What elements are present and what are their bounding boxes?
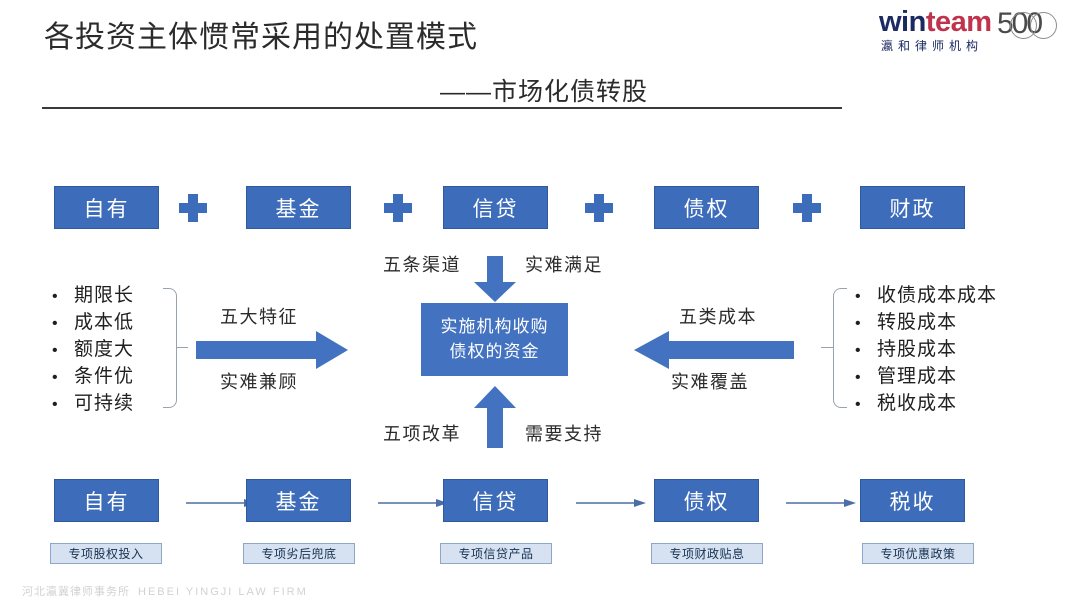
bullet-dot-icon: • [52, 288, 59, 305]
center-box-line2: 债权的资金 [449, 341, 540, 361]
logo-team-text: team [925, 6, 992, 38]
page-title: 各投资主体惯常采用的处置模式 [44, 21, 478, 54]
logo-circle-icon [1030, 12, 1057, 39]
bottom-box-zhaiquan[interactable]: 债权 [654, 479, 759, 522]
page-subtitle: ——市场化债转股 [440, 78, 649, 106]
plus-icon [585, 194, 613, 222]
flow-arrow-icon [378, 499, 448, 507]
bullet-dot-icon: • [855, 342, 862, 359]
flow-arrow-icon [576, 499, 646, 507]
top-box-zhaiquan[interactable]: 债权 [654, 186, 759, 229]
label-hard-to-balance: 实难兼顾 [220, 372, 298, 392]
bottom-box-xindai[interactable]: 信贷 [443, 479, 548, 522]
center-box[interactable]: 实施机构收购 债权的资金 [421, 303, 568, 376]
right-cost-list: • 收债成本成本 • 转股成本 • 持股成本 • 管理成本 • 税收成本 [855, 283, 997, 418]
bottom-box-shuishou[interactable]: 税收 [860, 479, 965, 522]
list-item-label: 期限长 [74, 285, 135, 306]
logo-win-text: win [879, 6, 926, 38]
top-box-ziyou[interactable]: 自有 [54, 186, 159, 229]
left-arrow-icon [634, 331, 794, 369]
bullet-dot-icon: • [52, 342, 59, 359]
bottom-box-jijin[interactable]: 基金 [246, 479, 351, 522]
bullet-dot-icon: • [52, 396, 59, 413]
label-hard-to-satisfy: 实难满足 [525, 255, 603, 275]
top-box-xindai[interactable]: 信贷 [443, 186, 548, 229]
right-brace-icon [833, 288, 847, 408]
plus-icon [793, 194, 821, 222]
plus-icon [179, 194, 207, 222]
list-item-label: 额度大 [74, 339, 135, 360]
list-item-label: 税收成本 [877, 393, 958, 414]
list-item: • 税收成本 [855, 391, 997, 418]
right-brace-tick-icon [821, 347, 833, 349]
list-item: • 收债成本成本 [855, 283, 997, 310]
header-divider [42, 107, 842, 109]
left-feature-list: • 期限长 • 成本低 • 额度大 • 条件优 • 可持续 [52, 283, 134, 418]
list-item-label: 持股成本 [877, 339, 958, 360]
bullet-dot-icon: • [855, 369, 862, 386]
list-item-label: 转股成本 [877, 312, 958, 333]
list-item: • 转股成本 [855, 310, 997, 337]
left-brace-icon [163, 288, 177, 408]
tag-special-subordinate[interactable]: 专项劣后兜底 [243, 543, 355, 564]
list-item: • 成本低 [52, 310, 134, 337]
logo-wordmark: winteam [879, 6, 992, 39]
label-five-channels: 五条渠道 [383, 255, 461, 275]
list-item-label: 管理成本 [877, 366, 958, 387]
label-five-features: 五大特征 [220, 307, 298, 327]
brand-logo: winteam 500 瀛和律师机构 [879, 6, 1064, 56]
left-brace-tick-icon [176, 347, 188, 349]
footer: 河北瀛冀律师事务所 HEBEI YINGJI LAW FIRM [22, 583, 308, 599]
label-five-costs: 五类成本 [679, 307, 757, 327]
list-item: • 管理成本 [855, 364, 997, 391]
right-arrow-icon [196, 331, 348, 369]
label-needs-support: 需要支持 [525, 424, 603, 444]
list-item: • 持股成本 [855, 337, 997, 364]
tag-special-credit[interactable]: 专项信贷产品 [440, 543, 552, 564]
top-box-jijin[interactable]: 基金 [246, 186, 351, 229]
label-five-reforms: 五项改革 [383, 424, 461, 444]
bullet-dot-icon: • [855, 288, 862, 305]
down-arrow-icon [474, 256, 516, 302]
list-item: • 额度大 [52, 337, 134, 364]
list-item: • 期限长 [52, 283, 134, 310]
center-box-line1: 实施机构收购 [440, 316, 549, 336]
list-item-label: 收债成本成本 [877, 285, 998, 306]
footer-chinese: 河北瀛冀律师事务所 [22, 586, 130, 598]
bottom-box-ziyou[interactable]: 自有 [54, 479, 159, 522]
up-arrow-icon [474, 386, 516, 448]
bullet-dot-icon: • [52, 369, 59, 386]
flow-arrow-icon [786, 499, 856, 507]
top-box-caizheng[interactable]: 财政 [860, 186, 965, 229]
tag-special-preference[interactable]: 专项优惠政策 [862, 543, 974, 564]
list-item-label: 条件优 [74, 366, 135, 387]
bullet-dot-icon: • [855, 396, 862, 413]
footer-english: HEBEI YINGJI LAW FIRM [138, 586, 308, 598]
bullet-dot-icon: • [855, 315, 862, 332]
label-hard-to-cover: 实难覆盖 [671, 372, 749, 392]
bullet-dot-icon: • [52, 315, 59, 332]
list-item: • 可持续 [52, 391, 134, 418]
tag-special-fiscal[interactable]: 专项财政贴息 [651, 543, 763, 564]
list-item-label: 可持续 [74, 393, 135, 414]
list-item: • 条件优 [52, 364, 134, 391]
plus-icon [384, 194, 412, 222]
tag-special-equity[interactable]: 专项股权投入 [50, 543, 162, 564]
list-item-label: 成本低 [74, 312, 135, 333]
logo-chinese-text: 瀛和律师机构 [881, 39, 984, 53]
